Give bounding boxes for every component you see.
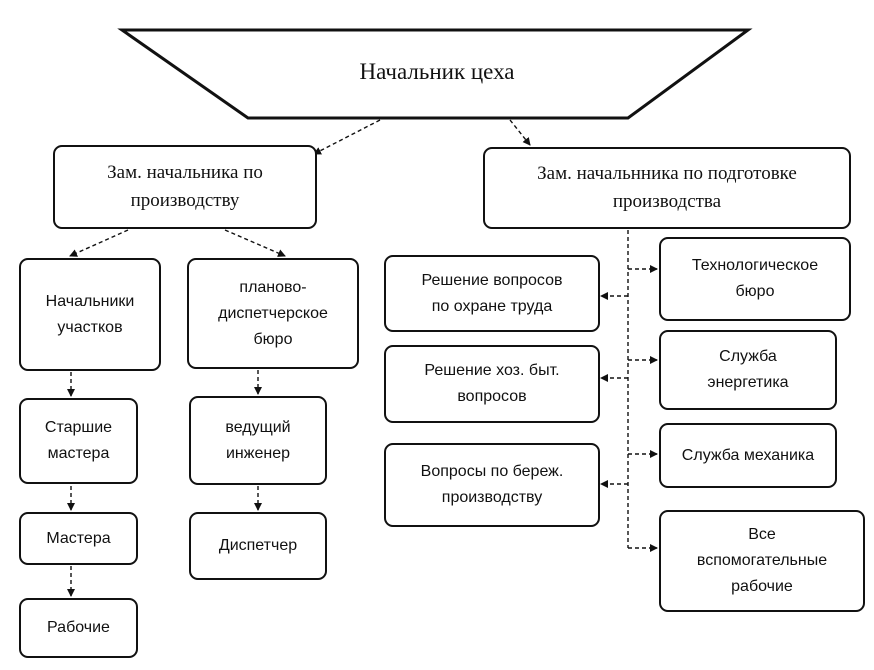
labor-safety-label: Решение вопросов по охране труда [421,271,563,315]
lean-box: Вопросы по береж. производству [384,443,600,527]
deputy-preparation-label: Зам. начальнника по подготовке производс… [537,163,797,212]
masters-box: Мастера [19,512,138,565]
connector-head-to-preparation [509,119,531,146]
deputy-production-label: Зам. начальника по производству [107,162,263,211]
connector-head-to-production [313,119,381,155]
masters-label: Мастера [46,529,111,547]
chiefs-label: Начальники участков [45,292,135,336]
lead-engineer-box: ведущий инженер [189,396,327,485]
dispatcher-label: Диспетчер [218,537,298,554]
chiefs-box: Начальники участков [19,258,161,371]
connector-production-to-chiefs [69,229,129,257]
planning-bureau-box: планово- диспетчерское бюро [187,258,359,369]
connector-production-to-planning [224,229,286,257]
energy-box: Служба энергетика [659,330,837,410]
energy-label: Служба энергетика [707,348,789,391]
mechanic-box: Служба механика [659,423,837,488]
workers-label: Рабочие [47,619,110,636]
labor-safety-box: Решение вопросов по охране труда [384,255,600,332]
auxiliary-box: Все вспомогательные рабочие [659,510,865,612]
tech-bureau-label: Технологическое бюро [691,257,819,300]
tech-bureau-box: Технологическое бюро [659,237,851,321]
head-title: Начальник цеха [359,59,515,84]
auxiliary-label: Все вспомогательные рабочие [696,526,828,595]
workers-box: Рабочие [19,598,138,658]
senior-masters-label: Старшие мастера [44,419,113,462]
senior-masters-box: Старшие мастера [19,398,138,484]
lead-engineer-label: ведущий инженер [225,418,291,462]
planning-bureau-label: планово- диспетчерское бюро [218,278,328,348]
household-box: Решение хоз. быт. вопросов [384,345,600,423]
mechanic-label: Служба механика [681,446,815,464]
deputy-preparation-box: Зам. начальнника по подготовке производс… [483,147,851,229]
dispatcher-box: Диспетчер [189,512,327,580]
head-trapezoid-shape [117,28,753,120]
lean-label: Вопросы по береж. производству [420,463,564,506]
deputy-production-box: Зам. начальника по производству [53,145,317,229]
household-label: Решение хоз. быт. вопросов [424,362,560,405]
